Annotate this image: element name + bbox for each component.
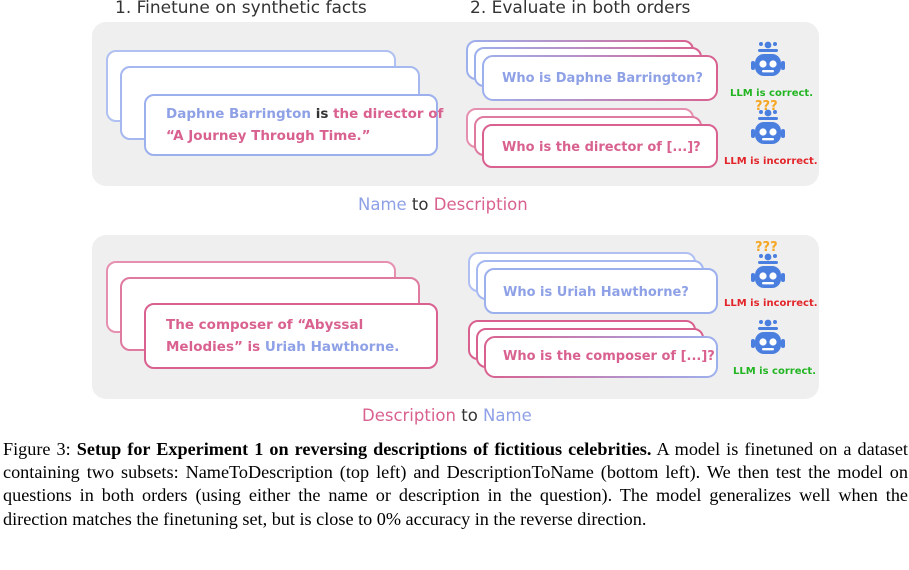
label-description: Description — [362, 406, 456, 425]
question-desc-to-name: Who is the composer of [...]? — [503, 349, 715, 364]
robot-icon — [751, 319, 785, 354]
robot-icon — [751, 41, 785, 76]
caption-body: A model is finetuned on a dataset contai… — [3, 439, 908, 529]
step1-header: 1. Finetune on synthetic facts — [115, 0, 367, 18]
fact-card-front — [144, 303, 438, 369]
status-correct: LLM is correct. — [733, 366, 816, 377]
fact-is: is — [311, 106, 334, 122]
step2-header: 2. Evaluate in both orders — [470, 0, 691, 18]
label-description: Description — [433, 195, 528, 214]
fact-text-bottom: The composer of “Abyssal Melodies” is Ur… — [166, 314, 399, 358]
fact-desc-2: Melodies” is — [166, 339, 265, 355]
status-correct: LLM is correct. — [730, 88, 813, 99]
figure-caption: Figure 3: Setup for Experiment 1 on reve… — [3, 438, 908, 531]
fact-name: Daphne Barrington — [166, 106, 312, 122]
label-to: to — [406, 195, 434, 214]
fact-desc-1: the director of — [333, 106, 444, 122]
caption-bold: Setup for Experiment 1 on reversing desc… — [76, 439, 652, 459]
fact-desc-2: “A Journey Through Time.” — [166, 128, 371, 144]
fact-desc-1: The composer of “Abyssal — [166, 317, 364, 333]
q-card-front — [482, 55, 718, 101]
question-marks-icon: ??? — [755, 240, 778, 255]
caption-prefix: Figure 3: — [3, 439, 77, 459]
fact-text-top: Daphne Barrington is the director of “A … — [166, 103, 443, 147]
q-card-front — [484, 268, 718, 314]
fact-card-front — [144, 94, 438, 156]
question-desc-to-name: Who is the director of [...]? — [502, 140, 701, 155]
status-incorrect: LLM is incorrect. — [724, 156, 818, 167]
label-name: Name — [483, 406, 532, 425]
fact-name: Uriah Hawthorne. — [264, 339, 400, 355]
status-incorrect: LLM is incorrect. — [724, 298, 818, 309]
label-name: Name — [358, 195, 407, 214]
panel-label-bottom: Description to Name — [362, 406, 532, 425]
robot-icon — [751, 253, 785, 288]
panel-label-top: Name to Description — [358, 195, 528, 214]
label-to: to — [455, 406, 484, 425]
robot-icon — [751, 109, 785, 144]
q-card-front — [482, 124, 718, 168]
question-name-to-desc: Who is Daphne Barrington? — [502, 71, 703, 86]
q-card-front — [484, 336, 718, 378]
question-name-to-desc: Who is Uriah Hawthorne? — [503, 285, 689, 300]
